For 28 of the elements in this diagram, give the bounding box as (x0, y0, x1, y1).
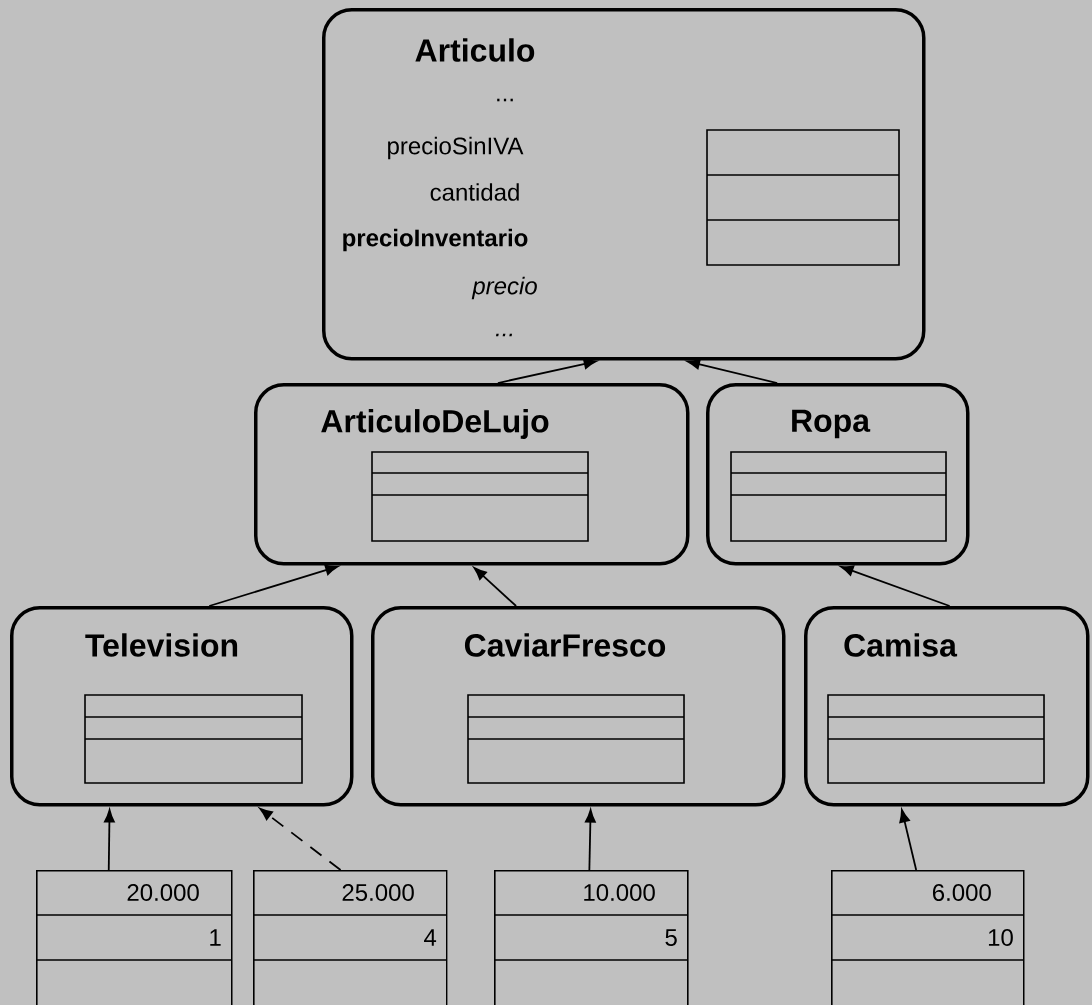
class-name: CaviarFresco (464, 633, 666, 657)
arrow (686, 358, 779, 384)
slot-value: 10.000 (584, 884, 655, 901)
arrow (259, 807, 342, 871)
arrow (473, 567, 517, 607)
attribute-name: ... (495, 333, 513, 337)
arrow (208, 564, 339, 607)
class-name: ArticuloDeLujo (321, 409, 549, 439)
attribute-name: precioSinIVA (388, 136, 524, 160)
class-name: Ropa (792, 409, 871, 439)
class-name: Television (85, 633, 238, 657)
attribute-name: precio (471, 276, 537, 300)
slot-value: 4 (424, 929, 437, 946)
slot-value: 1 (210, 929, 221, 946)
arrow (840, 565, 951, 607)
arrow (585, 809, 596, 871)
attribute-name: precioInventario (343, 228, 528, 252)
arrow (104, 809, 115, 871)
slot-value: 20.000 (127, 884, 199, 901)
slot-value: 6.000 (932, 884, 991, 901)
slot-value: 5 (665, 929, 677, 946)
attribute-name: ... (497, 98, 513, 102)
slot-value: 25.000 (342, 884, 414, 901)
arrow (899, 809, 918, 871)
attribute-name: cantidad (430, 183, 519, 201)
class-name: Articulo (415, 38, 535, 62)
class-name: Camisa (844, 633, 958, 657)
slot-value: 10 (988, 929, 1013, 946)
